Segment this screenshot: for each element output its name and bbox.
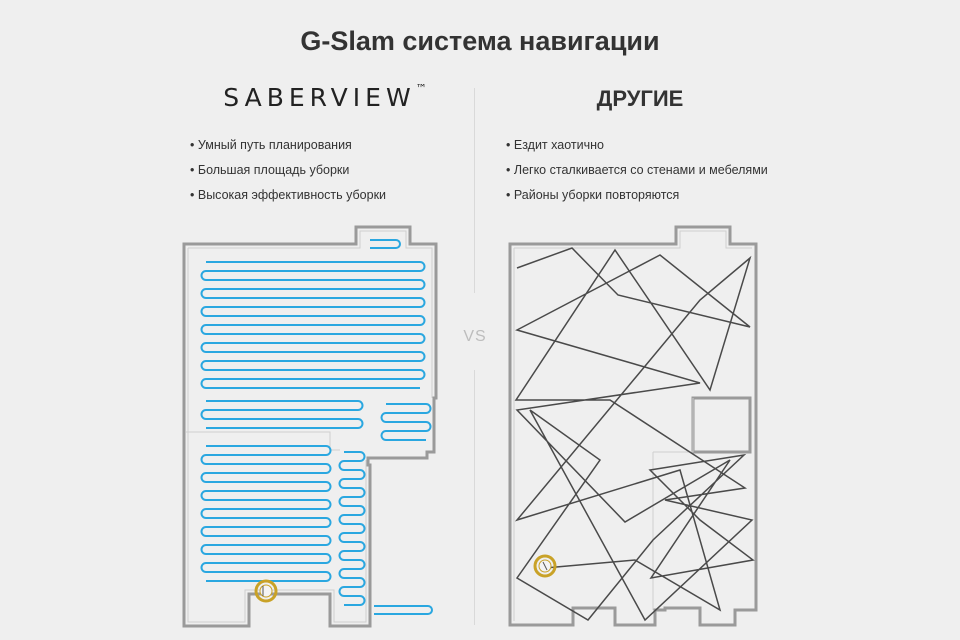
left-floorplan-wall (182, 225, 438, 628)
page-title: G-Slam система навигации (300, 26, 660, 56)
divider-top (474, 88, 475, 293)
feature-item: Легко сталкивается со стенами и мебелями (506, 158, 768, 183)
feature-item: Высокая эффективность уборки (190, 183, 386, 208)
others-feature-list: Ездит хаотично Легко сталкивается со сте… (506, 133, 768, 208)
left-floorplan-inner (186, 230, 433, 623)
robot-vacuum-icon (533, 554, 557, 578)
others-chaotic-path (514, 247, 755, 622)
robot-vacuum-icon (254, 579, 278, 603)
feature-item: Большая площадь уборки (190, 158, 386, 183)
feature-item: Ездит хаотично (506, 133, 768, 158)
feature-item: Районы уборки повторяются (506, 183, 768, 208)
saberview-logo: SABERVIEW™ (220, 82, 430, 112)
others-heading: ДРУГИЕ (596, 86, 684, 111)
vs-label: VS (463, 328, 487, 345)
saberview-cleaning-path-room (370, 239, 433, 615)
trademark-mark: ™ (415, 82, 427, 95)
feature-item: Умный путь планирования (190, 133, 386, 158)
saberview-floorplan (182, 225, 438, 628)
saberview-cleaning-path (200, 261, 426, 606)
others-floorplan (508, 225, 758, 627)
saberview-feature-list: Умный путь планирования Большая площадь … (190, 133, 386, 208)
right-floorplan-inner (513, 230, 752, 621)
divider-bottom (474, 370, 475, 625)
brand-name: SABERVIEW (223, 83, 416, 112)
